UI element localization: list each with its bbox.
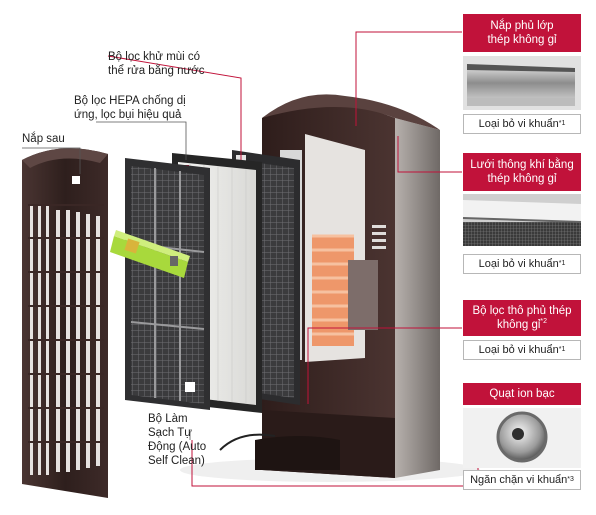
card-stainless-mesh-title: Lưới thông khí bằng thép không gỉ: [463, 153, 581, 191]
label-hepa-filter: Bộ lọc HEPA chống dị ứng, lọc bụi hiệu q…: [74, 95, 186, 121]
card-stainless-cover-title: Nắp phủ lớp thép không gỉ: [463, 14, 581, 52]
stainless-cover-photo: [463, 56, 581, 110]
label-back-cover: Nắp sau: [22, 133, 65, 145]
card-coarse-filter-title: Bộ lọc thô phủ thép không gỉ*2: [463, 300, 581, 336]
card-stainless-mesh-footer: Loại bỏ vi khuẩn*1: [463, 254, 581, 274]
silver-ion-fan-photo: [463, 408, 581, 468]
card-silver-ion-fan-title: Quạt ion bạc: [463, 383, 581, 405]
card-coarse-filter-footer: Loại bỏ vi khuẩn*1: [463, 340, 581, 360]
label-auto-self-clean: Bộ Làm Sạch Tự Động (Auto Self Clean): [148, 413, 207, 467]
label-deodorizing-filter: Bộ lọc khử mùi có thể rửa bằng nước: [108, 51, 205, 77]
card-silver-ion-fan-footer: Ngăn chặn vi khuẩn*3: [463, 470, 581, 490]
card-stainless-cover-footer: Loại bỏ vi khuẩn*1: [463, 114, 581, 134]
stainless-mesh-photo: [462, 194, 582, 246]
